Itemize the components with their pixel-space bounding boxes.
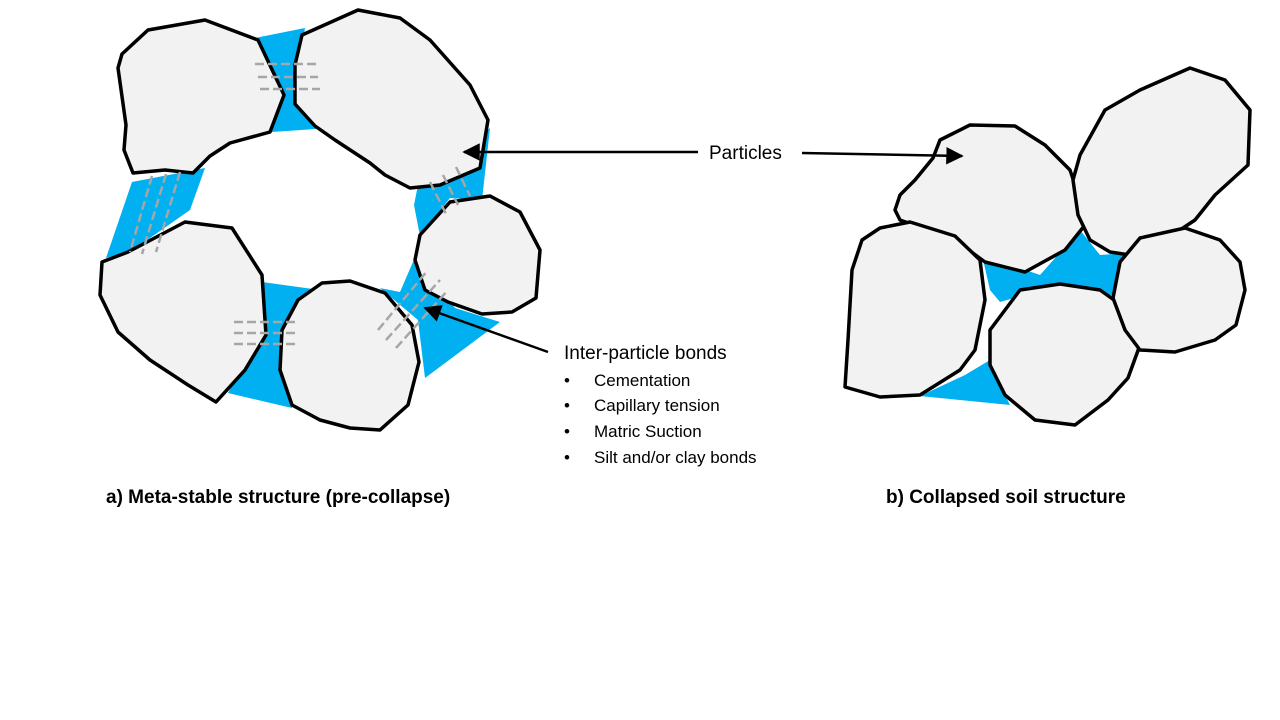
- bond-center: [982, 230, 1140, 302]
- bond-type-bullet: •: [564, 422, 570, 441]
- particle-a3: [98, 220, 268, 404]
- bond-type-bullet: •: [564, 396, 570, 415]
- bond-type-item: Matric Suction: [594, 422, 702, 441]
- particle-b5: [1111, 226, 1247, 354]
- caption-b: b) Collapsed soil structure: [886, 487, 1126, 508]
- particle-a4: [278, 279, 421, 432]
- bond-type-item: Cementation: [594, 371, 690, 390]
- particles-arrow-right: [801, 146, 964, 165]
- bonds-title: Inter-particle bonds: [564, 343, 727, 364]
- bond-type-item: Capillary tension: [594, 396, 720, 415]
- particle-a2: [293, 8, 490, 190]
- bonds-arrow: [423, 305, 549, 354]
- bonds-b: [920, 230, 1140, 405]
- particle-b4: [988, 282, 1142, 427]
- collapsed-structure: [843, 66, 1252, 427]
- bond-type-bullet: •: [564, 448, 570, 467]
- bond-types-list: • Cementation • Capillary tension • Matr…: [564, 371, 757, 467]
- particle-b3: [843, 220, 987, 399]
- particles-a: [98, 8, 542, 432]
- particles-b: [843, 66, 1252, 427]
- particle-a1: [116, 18, 286, 175]
- particle-b2: [1071, 66, 1252, 257]
- bond-type-item: Silt and/or clay bonds: [594, 448, 757, 467]
- caption-a: a) Meta-stable structure (pre-collapse): [106, 487, 450, 508]
- bond-lower: [920, 360, 1010, 405]
- particle-a5: [413, 194, 542, 316]
- metastable-structure: [98, 8, 542, 432]
- particles-label: Particles: [709, 143, 782, 164]
- bond-hatching-a: [128, 62, 472, 349]
- annotation-arrows: [423, 143, 964, 354]
- bond-type-bullet: •: [564, 371, 570, 390]
- labels: Particles Inter-particle bonds • Cementa…: [106, 143, 1126, 508]
